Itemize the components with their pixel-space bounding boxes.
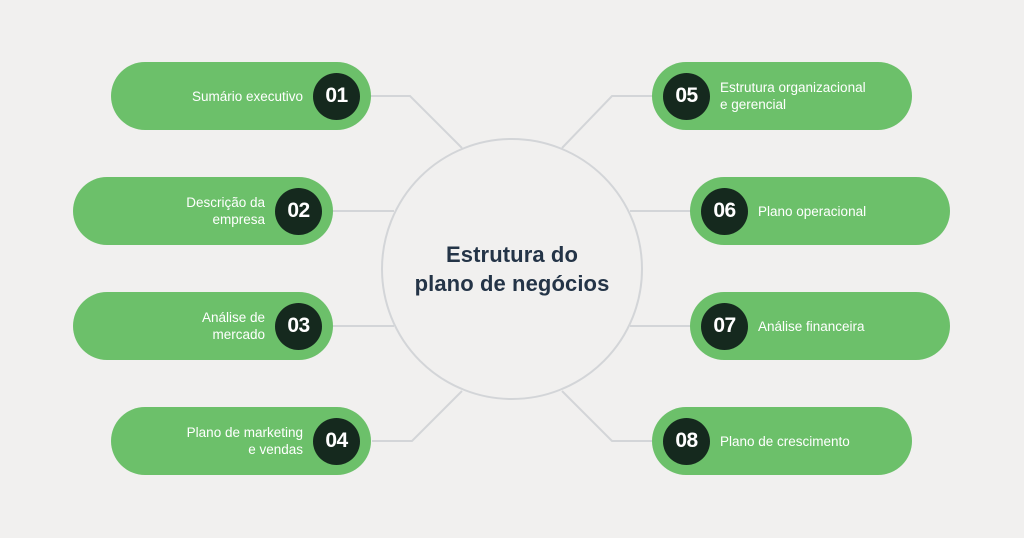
number-badge-04: 04: [313, 417, 360, 465]
connector-04: [372, 390, 463, 442]
section-label-01: Sumário executivo: [192, 88, 303, 105]
section-label-03-line2: mercado: [212, 327, 265, 342]
section-pill-06: 06 Plano operacional: [690, 177, 950, 245]
number-badge-03: 03: [275, 302, 322, 350]
connector-01: [371, 95, 463, 149]
section-label-07: Análise financeira: [758, 318, 865, 335]
section-label-01-line1: Sumário executivo: [191, 88, 303, 104]
hub-title-line1: Estrutura do: [446, 242, 578, 267]
number-badge-06: 06: [701, 187, 748, 235]
section-pill-01: 01 Sumário executivo: [111, 62, 371, 130]
section-label-04-line1: Plano de marketing: [186, 425, 303, 440]
number-badge-05: 05: [663, 72, 710, 120]
number-badge-01: 01: [313, 72, 360, 120]
section-label-03: Análise de mercado: [202, 309, 265, 343]
hub-title-line2: plano de negócios: [414, 271, 610, 296]
section-label-03-line1: Análise de: [201, 310, 265, 325]
section-label-08-line1: Plano de crescimento: [720, 433, 850, 449]
section-pill-05: 05 Estrutura organizacional e gerencial: [652, 62, 912, 130]
section-label-06-line1: Plano operacional: [758, 203, 867, 219]
section-label-05: Estrutura organizacional e gerencial: [720, 79, 866, 113]
number-badge-02: 02: [275, 187, 322, 235]
number-badge-07: 07: [701, 302, 748, 350]
connector-08: [561, 390, 652, 442]
section-label-04: Plano de marketing e vendas: [187, 424, 303, 458]
number-badge-08: 08: [663, 417, 710, 465]
section-label-02-line2: empresa: [212, 212, 265, 227]
section-label-05-line2: e gerencial: [720, 97, 787, 112]
section-label-05-line1: Estrutura organizacional: [720, 80, 866, 95]
section-pill-03: 03 Análise de mercado: [73, 292, 333, 360]
section-label-04-line2: e vendas: [248, 442, 303, 457]
hub-title: Estrutura do plano de negócios: [415, 240, 610, 298]
section-label-02: Descrição da empresa: [186, 194, 265, 228]
section-pill-07: 07 Análise financeira: [690, 292, 950, 360]
connector-05: [561, 95, 653, 149]
section-label-07-line1: Análise financeira: [758, 318, 865, 334]
section-pill-04: 04 Plano de marketing e vendas: [111, 407, 371, 475]
section-pill-02: 02 Descrição da empresa: [73, 177, 333, 245]
section-label-06: Plano operacional: [758, 203, 866, 220]
section-pill-08: 08 Plano de crescimento: [652, 407, 912, 475]
section-label-02-line1: Descrição da: [186, 195, 265, 210]
central-hub-circle: Estrutura do plano de negócios: [381, 138, 643, 400]
section-label-08: Plano de crescimento: [720, 433, 850, 450]
